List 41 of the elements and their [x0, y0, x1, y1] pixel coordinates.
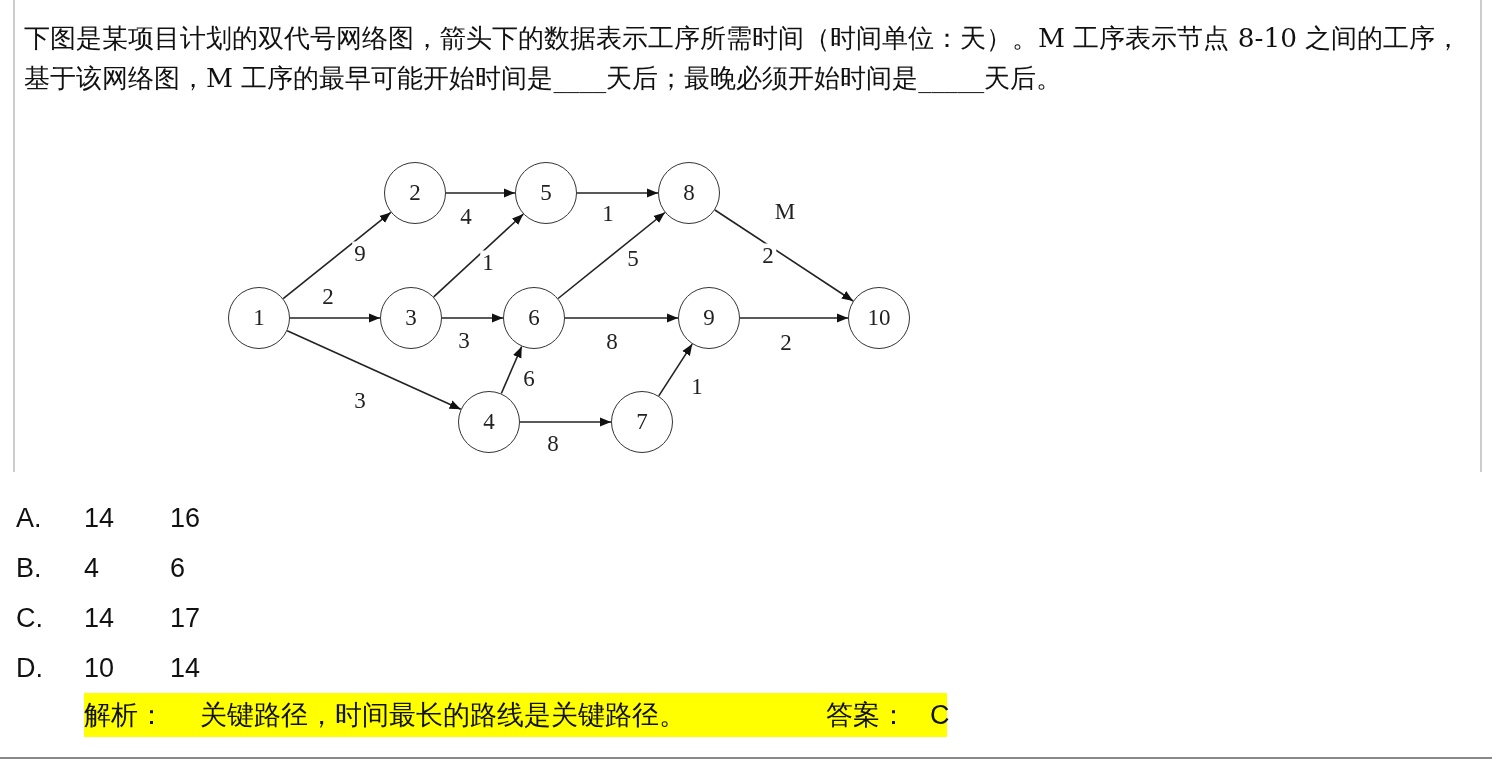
option-value: 4 [84, 552, 100, 584]
option-value: 10 [84, 652, 115, 684]
option-value: 14 [170, 652, 201, 684]
node-circle: 9 [678, 287, 740, 349]
option-letter: D. [16, 652, 43, 684]
option-value: 14 [84, 502, 115, 534]
node-circle: 6 [503, 287, 565, 349]
node-circle: 10 [848, 287, 910, 349]
option-value: 16 [170, 502, 201, 534]
arrow [432, 213, 525, 298]
arrow [714, 209, 854, 302]
option-letter: C. [16, 602, 43, 634]
option-value: 6 [170, 552, 186, 584]
arrow [519, 417, 612, 427]
highlight-band [84, 693, 947, 737]
question-text: 下图是某项目计划的双代号网络图，箭头下的数据表示工序所需时间（时间单位：天）。M 工序表示节点 8-10 之间的工序，基于该网络图，M 工序的最早可能开始时间是____天后；最晚必须开始时间是_____天后。 [24, 21, 1463, 95]
arrow [286, 330, 462, 410]
node-circle: 4 [458, 391, 520, 453]
arrow [445, 188, 516, 198]
arrow [564, 313, 679, 323]
arrow [739, 313, 849, 323]
node-circle: 3 [380, 287, 442, 349]
option-letter: A. [16, 502, 42, 534]
arrow [500, 345, 523, 395]
arrow [289, 313, 381, 323]
arrow [282, 211, 392, 300]
answer-text: 关键路径，时间最长的路线是关键路径。 [200, 699, 686, 731]
field-label: 答案： [826, 699, 907, 731]
node-circle: 5 [515, 162, 577, 224]
arrow [441, 313, 504, 323]
node-circle: 7 [611, 391, 673, 453]
arrow [576, 188, 659, 198]
arrow [658, 343, 693, 397]
arrow [557, 211, 666, 300]
field-label: 解析： [84, 699, 165, 731]
node-circle: 2 [384, 162, 446, 224]
node-circle: 8 [658, 162, 720, 224]
option-value: 17 [170, 602, 201, 634]
option-letter: B. [16, 552, 42, 584]
node-circle: 1 [228, 287, 290, 349]
option-value: 14 [84, 602, 115, 634]
